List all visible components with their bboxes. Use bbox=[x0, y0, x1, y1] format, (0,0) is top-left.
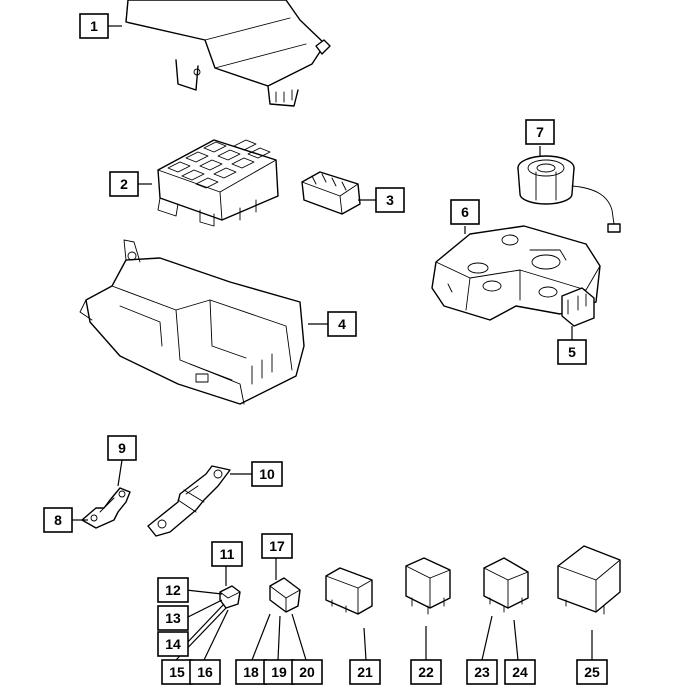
callout-20: 20 bbox=[291, 659, 323, 685]
callout-7: 7 bbox=[525, 119, 555, 145]
callout-label: 16 bbox=[197, 664, 213, 680]
callout-label: 3 bbox=[386, 192, 394, 208]
part-housing bbox=[431, 225, 601, 321]
callout-13: 13 bbox=[157, 605, 189, 631]
callout-17: 17 bbox=[261, 533, 293, 559]
callout-11: 11 bbox=[211, 541, 243, 567]
callout-label: 8 bbox=[54, 512, 62, 528]
callout-label: 17 bbox=[269, 538, 285, 554]
callout-8: 8 bbox=[43, 507, 73, 533]
callout-label: 1 bbox=[90, 18, 98, 34]
callout-label: 19 bbox=[271, 664, 287, 680]
callout-22: 22 bbox=[410, 659, 442, 685]
part-small-fuse bbox=[81, 487, 131, 529]
callout-label: 13 bbox=[165, 610, 181, 626]
callout-23: 23 bbox=[466, 659, 498, 685]
callout-label: 9 bbox=[118, 440, 126, 456]
part-tray bbox=[79, 239, 305, 405]
callout-label: 22 bbox=[418, 664, 434, 680]
callout-9: 9 bbox=[107, 435, 137, 461]
callout-label: 10 bbox=[259, 466, 275, 482]
part-relay-23 bbox=[483, 557, 529, 613]
callout-label: 15 bbox=[169, 664, 185, 680]
part-relay-21 bbox=[325, 567, 373, 615]
callout-5: 5 bbox=[557, 339, 587, 365]
callout-2: 2 bbox=[109, 171, 139, 197]
callout-label: 5 bbox=[568, 344, 576, 360]
callout-label: 11 bbox=[220, 546, 235, 562]
callout-21: 21 bbox=[349, 659, 381, 685]
callout-10: 10 bbox=[251, 461, 283, 487]
callout-label: 7 bbox=[536, 124, 544, 140]
part-cover bbox=[125, 0, 331, 107]
callout-19: 19 bbox=[263, 659, 295, 685]
callout-15: 15 bbox=[161, 659, 193, 685]
callout-14: 14 bbox=[157, 631, 189, 657]
part-mini-fuse bbox=[219, 585, 241, 609]
callout-12: 12 bbox=[157, 577, 189, 603]
part-side-connector bbox=[561, 287, 595, 327]
callout-16: 16 bbox=[189, 659, 221, 685]
callout-label: 6 bbox=[461, 204, 469, 220]
callout-label: 18 bbox=[243, 664, 259, 680]
part-fuse-17 bbox=[269, 577, 301, 613]
callout-label: 2 bbox=[120, 176, 128, 192]
part-connector bbox=[301, 171, 361, 215]
callout-3: 3 bbox=[375, 187, 405, 213]
part-large-fuse bbox=[147, 465, 231, 537]
callout-1: 1 bbox=[79, 13, 109, 39]
part-relay-22 bbox=[405, 557, 451, 615]
callout-label: 20 bbox=[299, 664, 315, 680]
callout-label: 25 bbox=[584, 664, 600, 680]
callout-6: 6 bbox=[450, 199, 480, 225]
callout-label: 24 bbox=[512, 664, 528, 680]
callout-label: 14 bbox=[165, 636, 181, 652]
part-fuse-block bbox=[157, 139, 279, 227]
callout-18: 18 bbox=[235, 659, 267, 685]
callout-4: 4 bbox=[327, 311, 357, 337]
callout-label: 23 bbox=[474, 664, 490, 680]
part-relay-25 bbox=[557, 545, 621, 615]
part-sensor bbox=[517, 155, 621, 233]
callout-24: 24 bbox=[504, 659, 536, 685]
callout-25: 25 bbox=[576, 659, 608, 685]
callout-label: 12 bbox=[165, 582, 181, 598]
callout-label: 21 bbox=[357, 664, 373, 680]
callout-label: 4 bbox=[338, 316, 346, 332]
